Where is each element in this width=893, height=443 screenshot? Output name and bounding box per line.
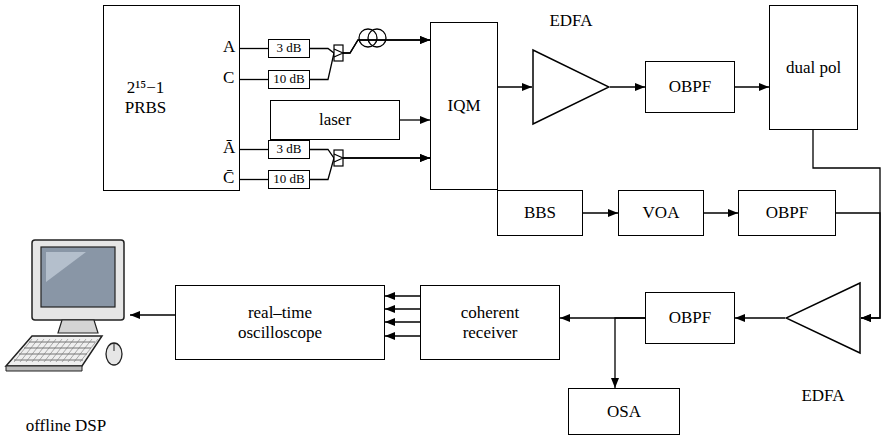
connector xyxy=(385,335,420,336)
laser-box: laser xyxy=(270,100,400,140)
connector xyxy=(704,212,738,213)
oscilloscope-box: real–time oscilloscope xyxy=(175,285,385,360)
connector xyxy=(240,149,268,150)
connector xyxy=(385,308,420,309)
source-box: BBS xyxy=(497,190,583,236)
node-label: BBS xyxy=(524,203,556,223)
connector xyxy=(735,86,769,87)
connector xyxy=(498,86,532,87)
connector xyxy=(385,295,420,296)
connector xyxy=(310,150,430,159)
node-label: real–time oscilloscope xyxy=(225,303,335,342)
fiber-coil xyxy=(359,29,386,47)
attenuator: 10 dB xyxy=(268,70,310,89)
connector xyxy=(310,40,430,80)
node-label: 3 dB xyxy=(277,142,302,157)
connector xyxy=(240,48,268,49)
node-label: OBPF xyxy=(766,203,809,223)
node-label: dual pol xyxy=(786,58,841,78)
attenuator-box: VOA xyxy=(618,190,704,236)
node-label: OBPF xyxy=(669,308,712,328)
filter-box: OBPF xyxy=(738,190,836,236)
filter-box: OBPF xyxy=(645,61,735,113)
filter-box: OBPF xyxy=(645,292,735,344)
node-label: offline DSP xyxy=(2,416,130,436)
connector xyxy=(240,79,268,80)
modulator-box: IQM xyxy=(430,22,498,190)
attenuator: 3 dB xyxy=(268,39,310,58)
attenuator: 3 dB xyxy=(268,140,310,159)
connector xyxy=(400,119,430,120)
node-label: 10 dB xyxy=(273,172,304,187)
node-label: 3 dB xyxy=(277,41,302,56)
node-label: OSA xyxy=(607,402,641,422)
receiver-box: coherent receiver xyxy=(420,285,560,360)
connector xyxy=(240,179,268,180)
computer: offline DSP xyxy=(2,238,130,438)
node-label: VOA xyxy=(643,203,680,223)
node-label: OBPF xyxy=(669,77,712,97)
amplifier: EDFA xyxy=(532,5,610,127)
port-label: C xyxy=(223,68,234,88)
port-label: Ā xyxy=(223,138,235,158)
node-label: EDFA xyxy=(532,11,610,31)
node-label: 10 dB xyxy=(273,72,304,87)
node-label: IQM xyxy=(447,96,480,116)
amplifier: EDFA xyxy=(785,280,861,408)
connector xyxy=(310,158,430,180)
connector xyxy=(735,317,785,318)
prbs-generator: 2¹⁵−1 PRBS xyxy=(103,5,240,191)
node-label: EDFA xyxy=(785,386,861,406)
port-label: A xyxy=(223,37,235,57)
node-label: coherent receiver xyxy=(450,303,530,342)
analyzer-box: OSA xyxy=(568,388,680,435)
connector xyxy=(610,86,645,87)
connector xyxy=(615,318,645,388)
connector xyxy=(385,321,420,322)
attenuator: 10 dB xyxy=(268,170,310,189)
computer-icon xyxy=(2,238,130,438)
port-label: C̄ xyxy=(223,168,234,188)
node-label: 2¹⁵−1 PRBS xyxy=(118,78,173,117)
connector xyxy=(583,212,618,213)
node-label: laser xyxy=(319,110,351,130)
connector xyxy=(130,314,175,315)
polarization-box: dual pol xyxy=(769,5,858,130)
